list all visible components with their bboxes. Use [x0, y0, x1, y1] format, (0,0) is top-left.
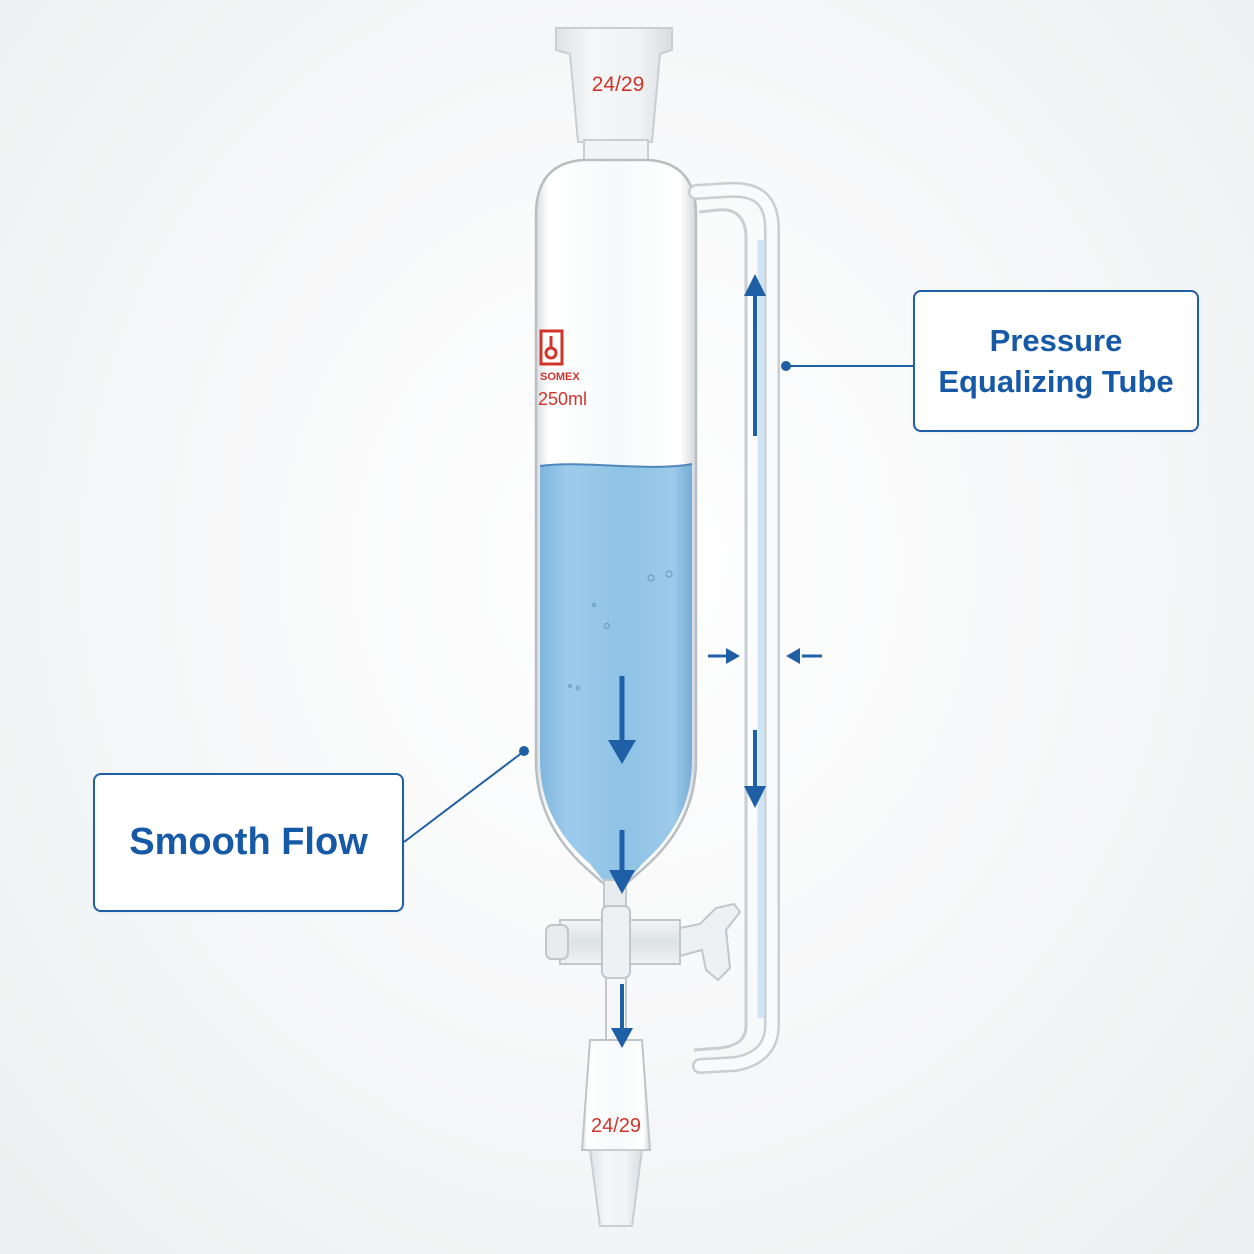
- pressure-equalizing-tube: [688, 181, 780, 1074]
- pressure-leader-line: [781, 361, 913, 371]
- bottom-joint-size-label: 24/29: [591, 1115, 641, 1137]
- pressure-equalizing-tube-callout: Pressure Equalizing Tube: [913, 290, 1199, 432]
- flow-leader-line: [403, 746, 529, 843]
- smooth-flow-label: Smooth Flow: [129, 821, 368, 863]
- smooth-flow-callout: Smooth Flow: [93, 773, 404, 912]
- top-joint-size-label: 24/29: [592, 73, 645, 96]
- bubbles: [567, 570, 673, 691]
- capacity-label: 250ml: [538, 389, 587, 409]
- stopcock: [545, 879, 742, 982]
- pressure-callout-line2: Equalizing Tube: [938, 364, 1174, 399]
- liquid-meniscus: [539, 463, 693, 468]
- flow-arrows: [608, 676, 636, 1048]
- top-joint: 24/29: [555, 27, 673, 143]
- bottom-joint: 24/29: [580, 1039, 652, 1227]
- pressure-callout-line1: Pressure: [989, 323, 1123, 358]
- brand-label: SOMEX: [540, 371, 580, 383]
- liquid: [540, 464, 692, 884]
- tube-arrows: [708, 274, 822, 808]
- brand-logo-icon: [539, 329, 564, 366]
